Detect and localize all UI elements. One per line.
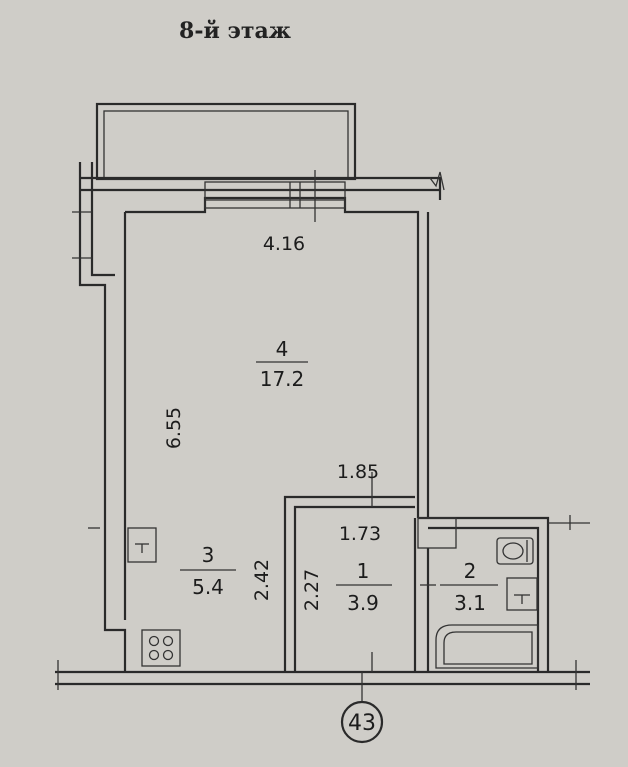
room-number: 4	[276, 337, 289, 361]
axis-marker: 43	[340, 672, 384, 744]
bathtub-icon	[435, 624, 539, 669]
room-area: 3.9	[347, 591, 379, 615]
room-area: 3.1	[454, 591, 486, 615]
dimension-hall-top-outer: 1.85	[337, 461, 379, 483]
dimension-hall-side: 2.27	[301, 569, 323, 611]
stove-icon	[141, 629, 181, 667]
bathroom-walls	[413, 515, 590, 672]
hall-walls	[283, 472, 415, 672]
room-kitchen: 3 5.4	[180, 543, 236, 599]
dimension-living-width: 4.16	[263, 233, 305, 255]
room-bathroom: 2 3.1	[420, 559, 498, 615]
dimension-living-length: 6.55	[163, 407, 185, 449]
window	[204, 181, 346, 209]
room-number: 2	[464, 559, 477, 583]
sink-icon	[506, 577, 538, 611]
floor-label: 8-й этаж	[179, 18, 291, 44]
room-number: 3	[202, 543, 215, 567]
room-number: 1	[357, 559, 370, 583]
dimension-hall-top-inner: 1.73	[339, 523, 381, 545]
dimension-ticks	[57, 170, 577, 690]
dimension-kitchen-side: 2.42	[251, 559, 273, 601]
balcony	[95, 102, 357, 181]
room-hall: 1 3.9	[336, 559, 392, 615]
axis-marker-label: 43	[348, 711, 376, 736]
kitchen-sink-icon	[127, 527, 157, 563]
room-living: 4 17.2	[256, 337, 308, 391]
toilet-icon	[496, 537, 534, 565]
room-area: 17.2	[260, 367, 305, 391]
room-area: 5.4	[192, 575, 224, 599]
